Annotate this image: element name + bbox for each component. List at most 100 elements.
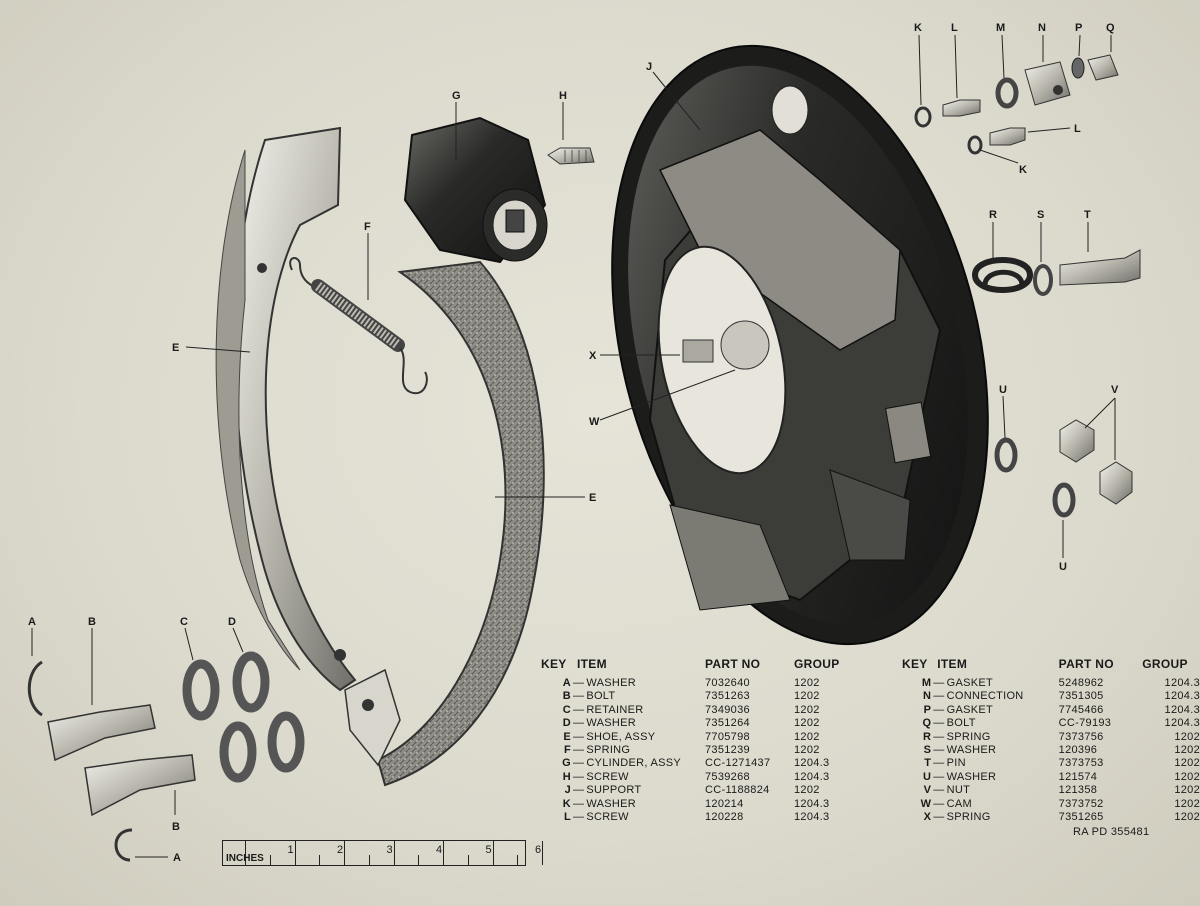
ruler-number: 2 xyxy=(337,844,344,856)
callout-h: H xyxy=(559,90,567,102)
callout-e-left: E xyxy=(172,342,179,354)
item-cell: —WASHER xyxy=(571,717,705,730)
header-item: ITEM xyxy=(937,657,968,671)
part-number: 121574 xyxy=(1058,770,1098,783)
brake-shoe-e-steel xyxy=(215,126,357,692)
key-dash: — xyxy=(573,717,585,730)
item-cell: —BOLT xyxy=(571,690,705,703)
ruler-tick xyxy=(418,855,420,865)
callout-a-lower: A xyxy=(173,852,181,864)
key-dash: — xyxy=(933,784,945,797)
part-number: 120396 xyxy=(1058,744,1098,757)
callout-t: T xyxy=(1084,209,1091,221)
part-number: CC-1188824 xyxy=(705,784,770,797)
part-number: 120214 xyxy=(705,797,744,810)
return-spring-f xyxy=(289,257,428,395)
key-dash: — xyxy=(573,677,585,689)
part-number: 7351263 xyxy=(705,690,750,703)
part-item: SCREW xyxy=(586,770,629,783)
ruler-number: 4 xyxy=(436,844,443,856)
callout-u-lower: U xyxy=(1059,561,1067,573)
key-dash: — xyxy=(573,770,585,783)
part-key: Q xyxy=(922,717,932,730)
key-dash: — xyxy=(573,744,585,757)
part-item: GASKET xyxy=(946,703,994,716)
part-key: F xyxy=(563,744,571,757)
callout-l-top: L xyxy=(951,22,958,34)
part-group: 1202 xyxy=(1174,770,1200,783)
right-hardware xyxy=(914,54,1141,518)
item-cell: —SPRING xyxy=(931,731,1058,744)
ruler-tick xyxy=(269,855,271,865)
key-dash: — xyxy=(573,797,585,810)
part-item: SPRING xyxy=(946,811,991,824)
key-dash: — xyxy=(573,703,585,716)
part-key: E xyxy=(563,730,571,743)
part-number: 7373756 xyxy=(1058,730,1104,743)
part-key: J xyxy=(564,784,571,797)
callout-d: D xyxy=(228,616,236,628)
part-number: 7351305 xyxy=(1058,690,1104,703)
callout-labels: A B C D B A E E F G H J X W K L M N P Q … xyxy=(28,22,1119,864)
key-dash: — xyxy=(573,784,585,797)
part-key: N xyxy=(923,690,932,703)
callout-c: C xyxy=(180,616,188,628)
part-item: WASHER xyxy=(946,744,997,757)
callout-n: N xyxy=(1038,22,1046,34)
item-cell: —WASHER xyxy=(931,744,1058,757)
part-key: T xyxy=(924,757,932,770)
ruler-tick xyxy=(393,841,395,865)
part-group: 1202 xyxy=(1174,811,1200,824)
item-cell: —SHOE, ASSY xyxy=(571,731,705,744)
part-group: 1202 xyxy=(1174,730,1200,743)
part-number: 7745466 xyxy=(1058,703,1104,716)
key-dash: — xyxy=(933,703,945,716)
part-key: S xyxy=(923,744,932,757)
part-number: CC-79193 xyxy=(1058,717,1112,730)
key-dash: — xyxy=(933,730,945,743)
part-key: P xyxy=(923,703,932,716)
part-item: BOLT xyxy=(946,717,976,730)
part-key: H xyxy=(562,770,571,783)
part-item: BOLT xyxy=(586,690,616,703)
part-group: 1202 xyxy=(1174,744,1200,757)
part-number: 5248962 xyxy=(1058,677,1104,689)
bleeder-screw-h xyxy=(547,147,595,165)
part-group: 1202 xyxy=(794,784,820,797)
part-key: L xyxy=(563,811,571,824)
part-key: C xyxy=(562,703,571,716)
item-cell: —PIN xyxy=(931,757,1058,770)
key-dash: — xyxy=(573,730,585,743)
ruler-number: 5 xyxy=(485,844,492,856)
part-item: NUT xyxy=(946,784,971,797)
ruler-number: 6 xyxy=(535,844,542,856)
part-group: 1204.3 xyxy=(794,770,830,783)
header-part-no: PART NO xyxy=(1058,657,1114,671)
key-dash: — xyxy=(573,690,585,703)
part-number: 7373753 xyxy=(1058,757,1104,770)
part-key: M xyxy=(921,677,932,689)
support-plate-j xyxy=(611,44,989,646)
ruler-tick xyxy=(344,841,345,865)
key-dash: — xyxy=(933,811,945,824)
part-key: B xyxy=(562,690,571,703)
key-dash: — xyxy=(933,690,945,703)
part-number: 7032640 xyxy=(705,677,750,689)
part-group: 1204.3 xyxy=(794,757,830,770)
part-number: 121358 xyxy=(1058,784,1098,797)
